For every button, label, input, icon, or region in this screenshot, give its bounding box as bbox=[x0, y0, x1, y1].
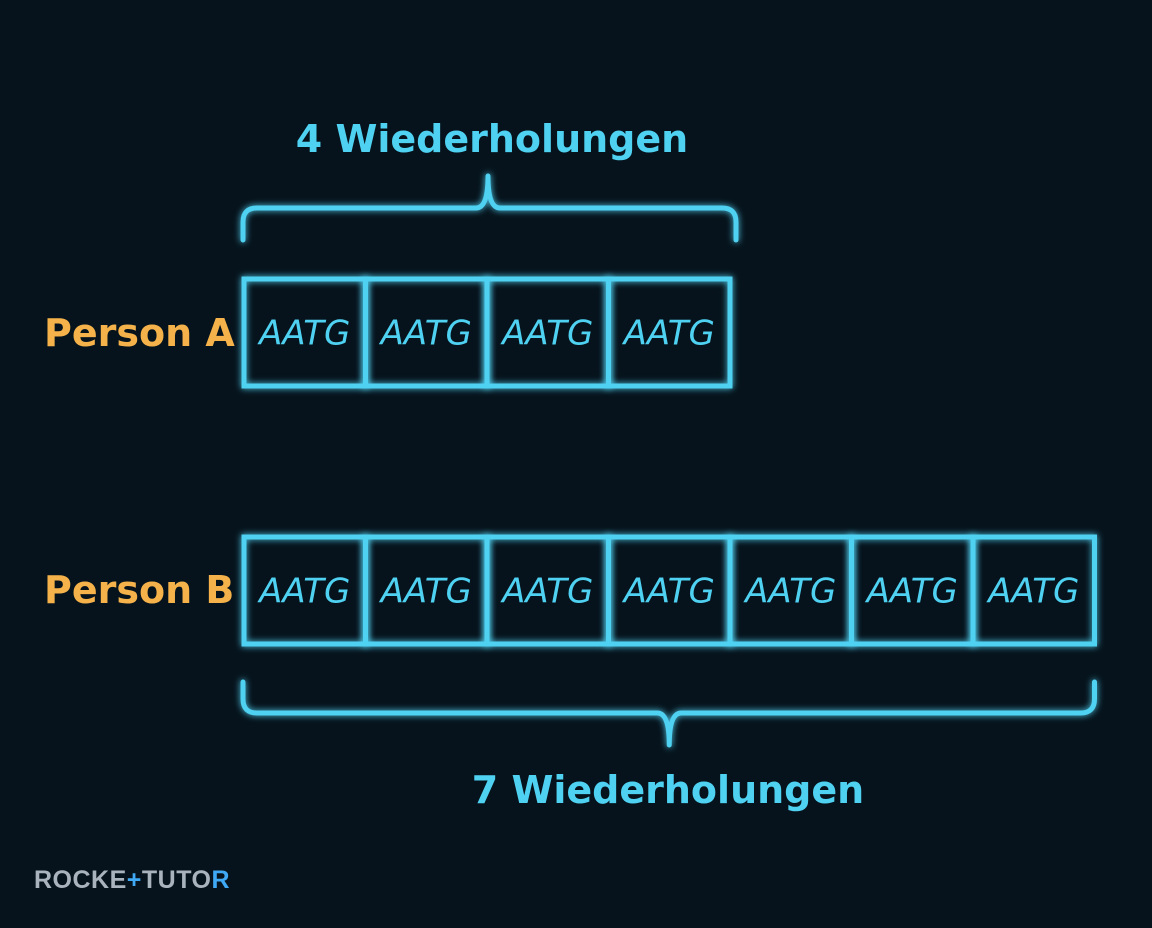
person-a-count-label: 4 Wiederholungen bbox=[296, 117, 688, 161]
logo-plus-accent: + bbox=[126, 866, 142, 894]
person-a-brace bbox=[240, 173, 739, 243]
person-a-label: Person A bbox=[44, 311, 235, 355]
person-b-repeat-row: AATG AATG AATG AATG AATG AATG AATG bbox=[241, 534, 1097, 647]
repeat-cell-text: AATG bbox=[865, 572, 958, 612]
person-b-label: Person B bbox=[44, 568, 234, 612]
logo-text-part2: TUTO bbox=[141, 866, 212, 894]
logo-text-part1: ROCKE bbox=[34, 866, 127, 894]
repeat-cell-text: AATG bbox=[379, 314, 472, 354]
repeat-cell-text: AATG bbox=[986, 572, 1079, 612]
repeat-cell-box bbox=[606, 276, 733, 389]
rocket-tutor-logo: ROCKE+TUTOR bbox=[34, 866, 230, 895]
repeat-cell-text: AATG bbox=[622, 314, 715, 354]
repeat-cell-text: AATG bbox=[379, 572, 472, 612]
logo-text-part3: R bbox=[211, 866, 231, 894]
repeat-cell-text: AATG bbox=[257, 572, 350, 612]
repeat-cell-text: AATG bbox=[257, 314, 350, 354]
repeat-cell-box bbox=[970, 534, 1097, 647]
person-b-brace bbox=[240, 679, 1097, 748]
repeat-cell-text: AATG bbox=[500, 572, 593, 612]
person-a-repeat-row: AATG AATG AATG AATG bbox=[241, 276, 733, 389]
repeat-cell-text: AATG bbox=[500, 314, 593, 354]
repeat-cell-text: AATG bbox=[743, 572, 836, 612]
repeat-cell-text: AATG bbox=[622, 572, 715, 612]
person-b-count-label: 7 Wiederholungen bbox=[472, 768, 864, 812]
